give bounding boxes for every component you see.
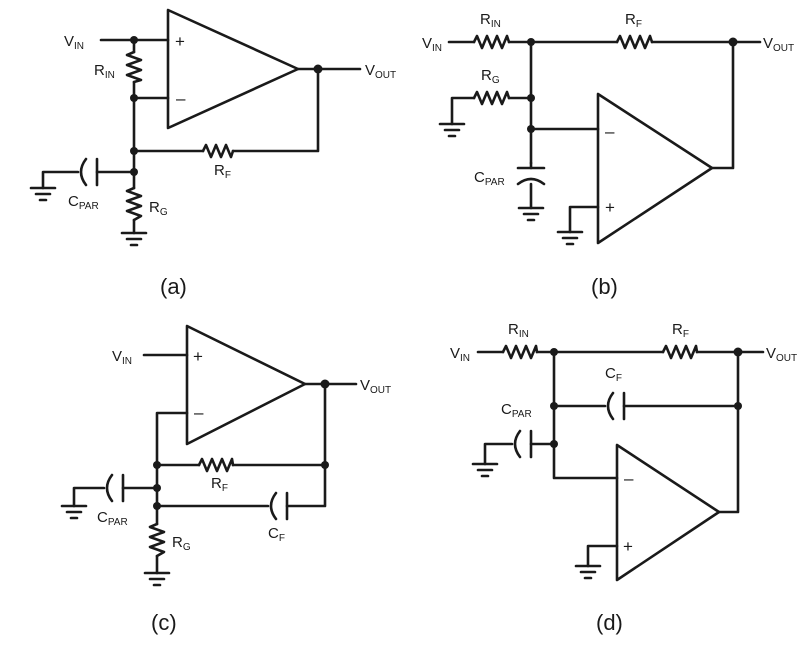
op-amp-a — [166, 8, 300, 130]
resistor-rin-d — [501, 344, 539, 360]
capacitor-cpar-a — [79, 157, 99, 187]
op-amp-d-plus: + — [623, 537, 633, 556]
ground-a-rg — [120, 231, 148, 247]
junction-dot — [130, 94, 138, 102]
caption-d: (d) — [596, 610, 623, 635]
label-rin-d: RIN — [508, 321, 529, 340]
junction-dot — [313, 64, 323, 74]
junction-dot — [130, 147, 138, 155]
capacitor-cpar-d — [513, 429, 533, 459]
label-vin-d: VIN — [450, 345, 470, 364]
caption-a: (a) — [160, 274, 187, 299]
ground-b-rg — [438, 122, 466, 138]
label-rin-a: RIN — [94, 62, 115, 81]
op-amp-c-plus: + — [193, 347, 203, 366]
label-vout-c: VOUT — [360, 377, 391, 396]
circuit-b: – + VIN VOUT RIN — [422, 11, 794, 299]
resistor-rg-a — [125, 186, 143, 222]
label-cpar-d: CPAR — [501, 401, 532, 420]
resistor-rg-b — [472, 90, 511, 106]
label-cpar-a: CPAR — [68, 193, 99, 212]
junction-dot — [130, 168, 138, 176]
resistor-rin-a — [125, 50, 143, 84]
label-rg-c: RG — [172, 534, 191, 553]
op-amp-c — [185, 324, 307, 446]
junction-dot — [321, 461, 329, 469]
junction-dot — [728, 37, 738, 47]
capacitor-cpar-b — [516, 166, 546, 186]
label-rf-a: RF — [214, 162, 231, 181]
ground-c-cpar — [60, 504, 88, 520]
op-amp-c-minus: – — [194, 403, 204, 422]
junction-dot — [550, 348, 558, 356]
resistor-rf-a — [201, 143, 235, 159]
label-cf-c: CF — [268, 525, 285, 544]
op-amp-b — [596, 92, 714, 245]
junction-dot — [130, 36, 138, 44]
resistor-rf-d — [661, 344, 699, 360]
circuit-a: + – — [29, 8, 396, 299]
junction-dot — [153, 461, 161, 469]
label-vin-a: VIN — [64, 33, 84, 52]
ground-d-plus — [574, 564, 602, 580]
label-rg-a: RG — [149, 199, 168, 218]
caption-b: (b) — [591, 274, 618, 299]
ground-d-cpar — [471, 462, 499, 478]
label-vin-c: VIN — [112, 348, 132, 367]
junction-dot — [733, 347, 743, 357]
capacitor-cpar-c — [105, 473, 125, 503]
resistor-rf-b — [615, 34, 654, 50]
ground-a-cpar — [29, 186, 57, 202]
label-vin-b: VIN — [422, 35, 442, 54]
junction-dot — [527, 125, 535, 133]
label-rf-c: RF — [211, 475, 228, 494]
junction-dot — [550, 440, 558, 448]
ground-b-plus — [556, 230, 584, 246]
junction-dot — [153, 484, 161, 492]
label-vout-a: VOUT — [365, 62, 396, 81]
ground-b-cpar — [517, 206, 545, 222]
label-rf-d: RF — [672, 321, 689, 340]
caption-c: (c) — [151, 610, 177, 635]
resistor-rf-c — [197, 457, 235, 473]
label-cpar-c: CPAR — [97, 509, 128, 528]
label-rf-b: RF — [625, 11, 642, 30]
junction-dot — [320, 379, 330, 389]
resistor-rin-b — [472, 34, 511, 50]
ground-c-rg — [143, 571, 171, 587]
label-cf-d: CF — [605, 365, 622, 384]
capacitor-cf-c — [269, 491, 289, 521]
junction-dot — [734, 402, 742, 410]
junction-dot — [527, 94, 535, 102]
label-vout-d: VOUT — [766, 345, 797, 364]
op-amp-b-plus: + — [605, 198, 615, 217]
capacitor-cf-d — [606, 391, 626, 421]
op-amp-a-plus: + — [175, 32, 185, 51]
label-rin-b: RIN — [480, 11, 501, 30]
label-vout-b: VOUT — [763, 35, 794, 54]
label-rg-b: RG — [481, 67, 500, 86]
circuit-c: + – VIN VOUT — [60, 324, 391, 635]
op-amp-d-minus: – — [624, 469, 634, 488]
circuit-d: – + VIN VOUT R — [450, 321, 797, 635]
junction-dot — [153, 502, 161, 510]
op-amp-a-minus: – — [176, 89, 186, 108]
junction-dot — [550, 402, 558, 410]
junction-dot — [527, 38, 535, 46]
resistor-rg-c — [148, 522, 166, 558]
op-amp-b-minus: – — [605, 122, 615, 141]
op-amp-d — [615, 443, 721, 582]
label-cpar-b: CPAR — [474, 169, 505, 188]
